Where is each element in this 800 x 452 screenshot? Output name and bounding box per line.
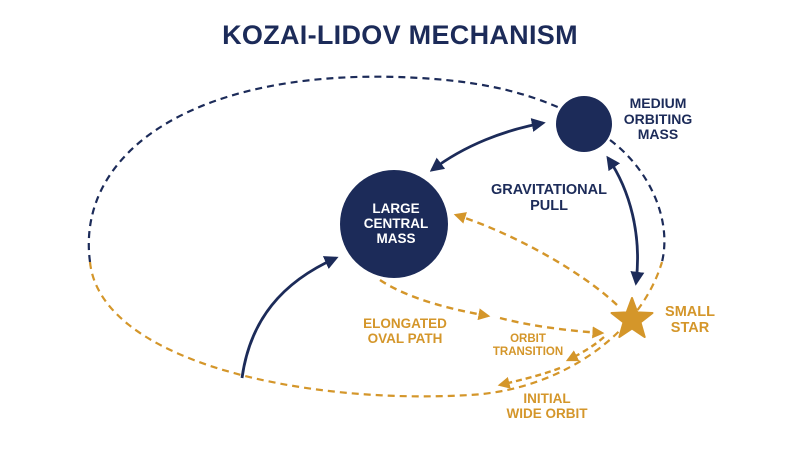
initial-orbit-label: INITIAL WIDE ORBIT (506, 391, 588, 422)
large-mass-label: LARGE CENTRAL MASS (363, 201, 429, 247)
elongated-path-arrow-1 (379, 279, 491, 321)
medium-mass-label: MEDIUM ORBITING MASS (623, 95, 693, 143)
medium-orbiting-mass (556, 96, 612, 152)
large-central-mass (340, 170, 448, 278)
small-star-label: SMALL STAR (665, 304, 715, 337)
outer-orbit-upper (87, 75, 561, 263)
star-icon (610, 297, 654, 338)
elongated-path-label: ELONGATED OVAL PATH (363, 316, 447, 347)
gravitational-pull-arrow-large-medium (429, 118, 546, 172)
outer-orbit-lower (88, 261, 664, 398)
page-title: KOZAI-LIDOV MECHANISM (222, 20, 578, 50)
orbit-transition-arrow (565, 336, 605, 362)
return-arrow (453, 212, 618, 306)
outer-orbit-right (609, 139, 666, 263)
outer-orbit-inflow-arrow (240, 256, 339, 379)
orbit-transition-label: ORBIT TRANSITION (492, 333, 564, 358)
initial-orbit-arrow (497, 366, 561, 389)
gravitational-pull-arrow-medium-star (606, 155, 645, 286)
gravitational-pull-label: GRAVITATIONAL PULL (491, 182, 607, 215)
elongated-path-arrow-2 (499, 316, 605, 339)
